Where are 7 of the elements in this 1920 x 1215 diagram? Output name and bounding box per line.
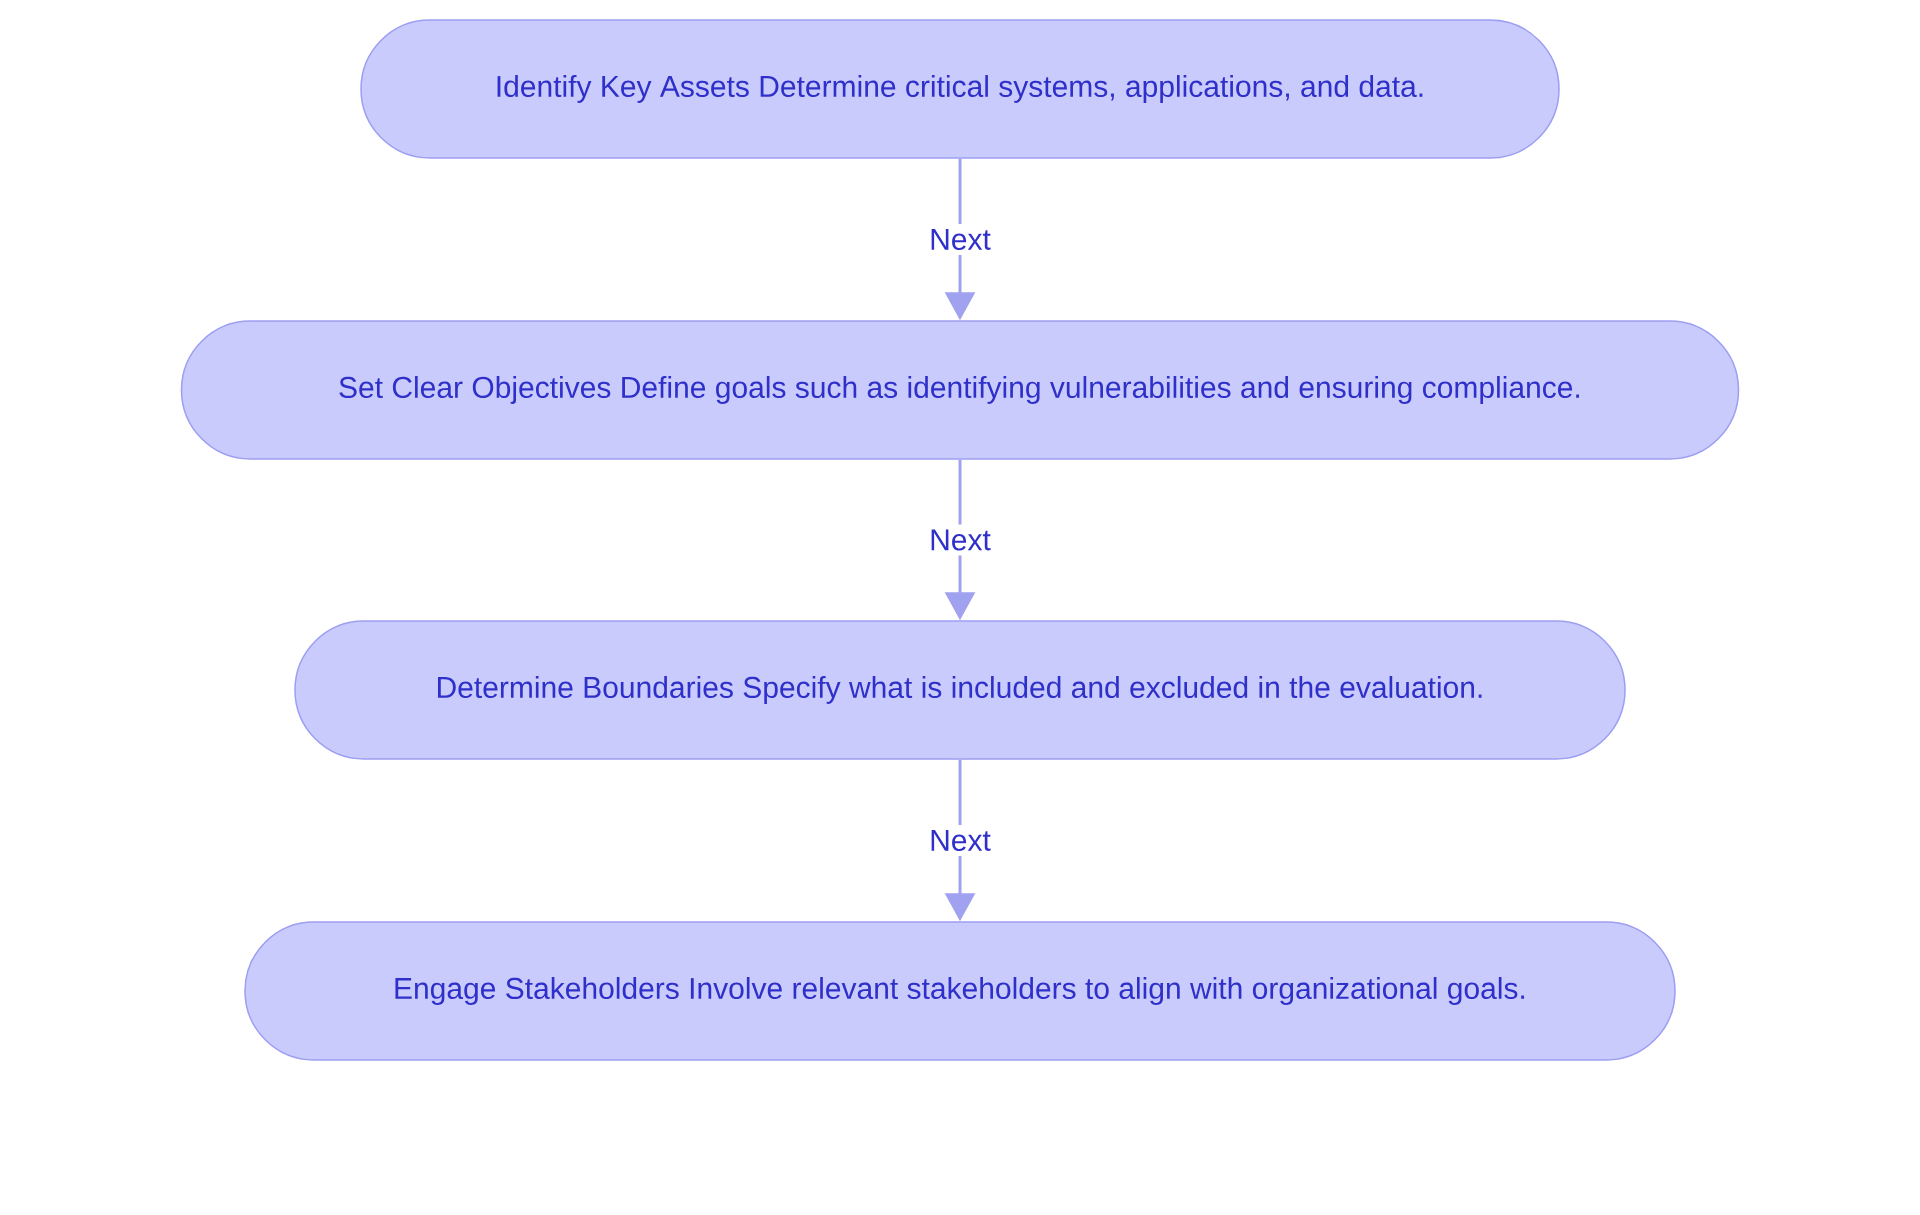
edge-label: Next	[924, 524, 996, 556]
rounded-box: Set Clear Objectives Define goals such as identifying vulnerabilities and ensuring compliance.	[180, 320, 1740, 460]
rounded-box: Engage Stakeholders Involve relevant stakeholders to align with organizational goals.	[244, 921, 1676, 1061]
edge-label: Next	[924, 224, 996, 255]
edge-label: Next	[924, 825, 996, 856]
rounded-box: Identify Key Assets Determine critical systems, applications, and data.	[360, 19, 1560, 159]
rounded-box: Determine Boundaries Specify what is included and excluded in the evaluation.	[294, 620, 1626, 760]
